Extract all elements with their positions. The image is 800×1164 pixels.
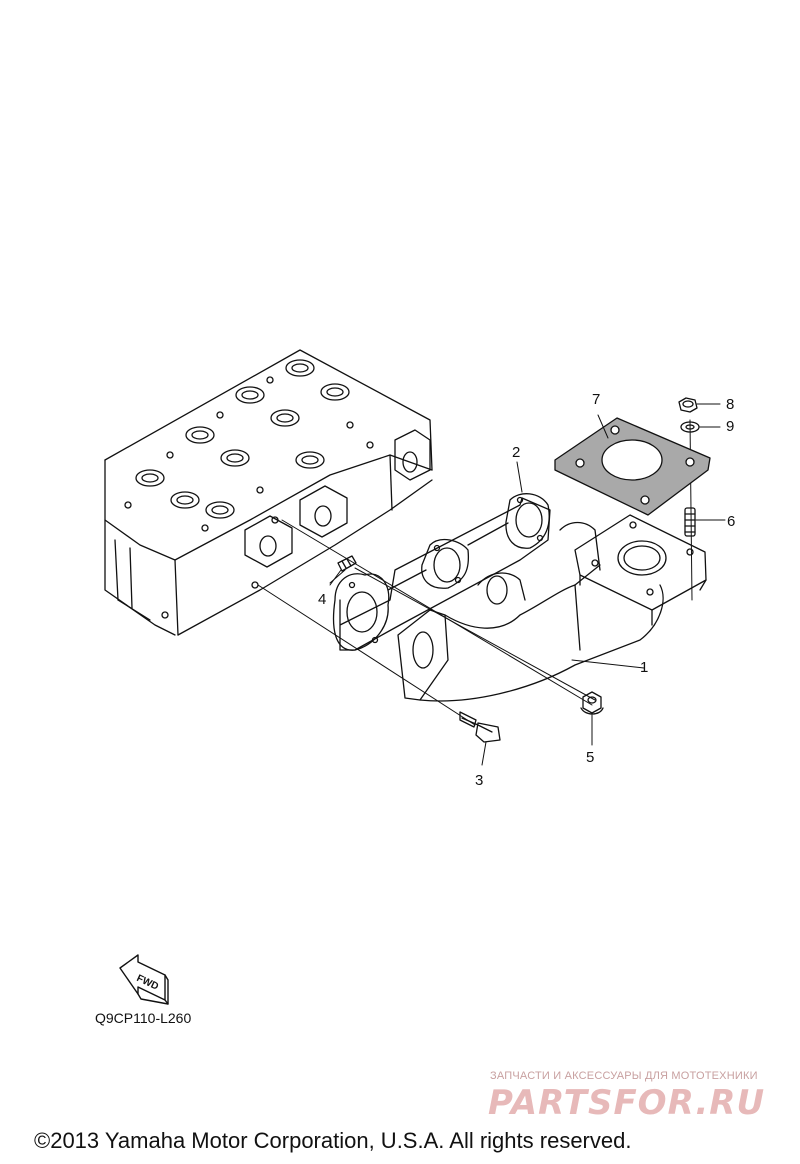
callout-7: 7 (592, 391, 601, 408)
cylinder-head-drawing (104, 349, 433, 636)
nut-part-5 (580, 691, 604, 715)
stud-part-4 (337, 555, 357, 572)
watermark-subtitle: ЗАПЧАСТИ И АКСЕССУАРЫ ДЛЯ МОТОТЕХНИКИ (490, 1070, 758, 1082)
bolt-part-3 (459, 711, 501, 743)
callout-4: 4 (318, 591, 327, 608)
stud-part-6 (684, 507, 696, 537)
callout-2: 2 (512, 444, 521, 461)
callout-5: 5 (586, 749, 595, 766)
exhaust-manifold-part-1 (397, 514, 707, 702)
callout-6: 6 (727, 513, 736, 530)
outlet-gasket-part-7 (554, 417, 711, 516)
copyright-notice: ©2013 Yamaha Motor Corporation, U.S.A. A… (34, 1128, 632, 1153)
figure-code: Q9CP110-L260 (95, 1010, 192, 1026)
manifold-gasket-part-2 (332, 493, 551, 651)
fwd-arrow-icon: FWD (119, 954, 169, 1005)
callout-3: 3 (475, 772, 484, 789)
callout-leaders (329, 403, 726, 766)
watermark-logo: PARTSFOR.RU (488, 1083, 766, 1123)
callout-9: 9 (726, 418, 735, 435)
washer-part-9 (680, 421, 700, 433)
callout-8: 8 (726, 396, 735, 413)
callout-1: 1 (640, 659, 649, 676)
nut-part-8 (678, 397, 698, 413)
